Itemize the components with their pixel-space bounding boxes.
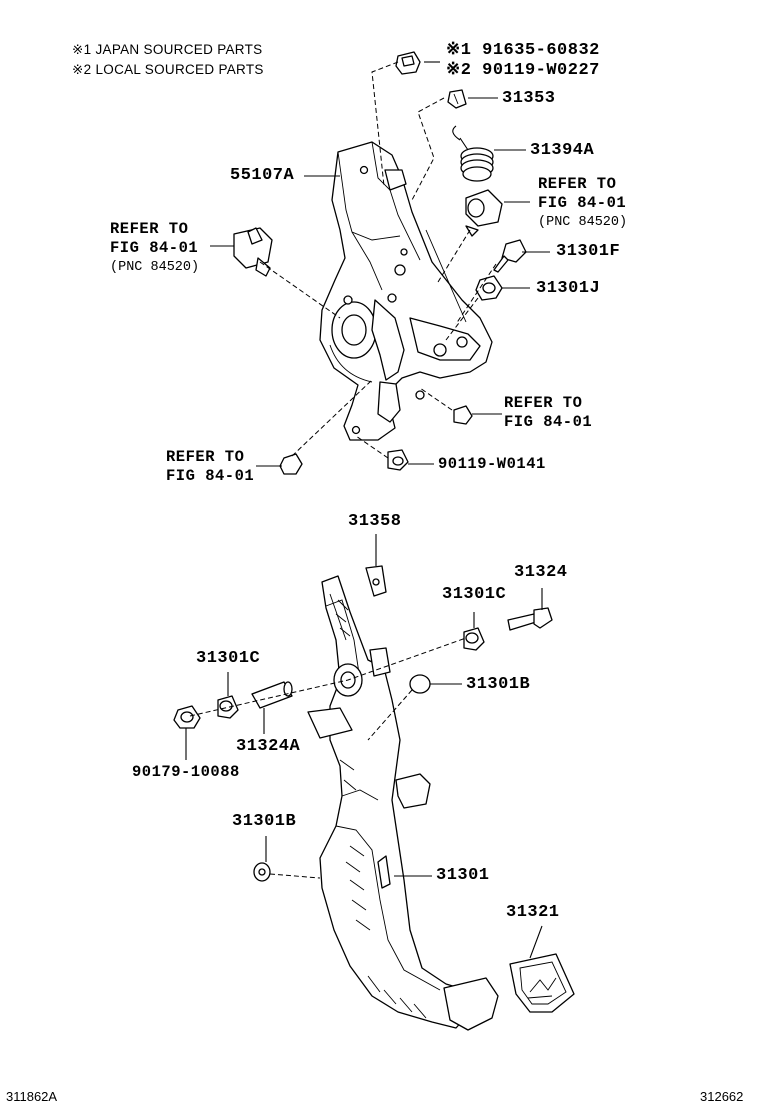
pedal-pad-31321 xyxy=(509,953,575,1013)
brake-pedal-31301 xyxy=(307,575,499,1031)
label-90119-w0227: ※2 90119-W0227 xyxy=(446,61,600,80)
nut-right-mid xyxy=(453,405,473,425)
bolt-90119-w0141 xyxy=(387,449,409,471)
bushing-31301b-left xyxy=(253,862,271,882)
bushing-31301b-right xyxy=(409,674,431,694)
label-31324a: 31324A xyxy=(236,737,301,756)
label-55107a: 55107A xyxy=(230,166,295,185)
label-refer-left-1: REFER TO xyxy=(110,220,189,238)
label-31321: 31321 xyxy=(506,903,560,922)
label-31394a: 31394A xyxy=(530,141,595,160)
spring-31394a xyxy=(452,125,494,182)
footer-page-code: 312662 xyxy=(700,1089,744,1104)
bolt-91635-60832 xyxy=(395,51,421,75)
label-31353: 31353 xyxy=(502,89,556,108)
label-31301b-left: 31301B xyxy=(232,812,297,831)
switch-left xyxy=(233,227,273,277)
clip-31358 xyxy=(365,565,387,597)
label-refer-nut2-2: FIG 84-01 xyxy=(166,467,255,485)
bolt-31324 xyxy=(507,607,553,631)
bolt-31301f xyxy=(493,239,527,273)
nut-90179-10088 xyxy=(173,705,201,729)
label-90119-w0141: 90119-W0141 xyxy=(438,455,546,473)
nut-left-lower xyxy=(279,453,303,475)
label-90179-10088: 90179-10088 xyxy=(132,763,240,781)
legend-japan-sourced: ※1 JAPAN SOURCED PARTS xyxy=(72,42,263,57)
collar-31324a xyxy=(251,681,293,709)
label-refer-right-2: FIG 84-01 xyxy=(538,194,627,212)
label-refer-right-3: (PNC 84520) xyxy=(538,215,628,230)
stop-lamp-switch-right xyxy=(465,189,503,237)
nut-31301j xyxy=(475,275,503,301)
label-refer-left-3: (PNC 84520) xyxy=(110,260,200,275)
legend-local-sourced: ※2 LOCAL SOURCED PARTS xyxy=(72,62,264,77)
bushing-31301c-right xyxy=(463,627,485,651)
label-refer-nut-1: REFER TO xyxy=(504,394,583,412)
label-31324: 31324 xyxy=(514,563,568,582)
footer-illustration-code: 311862A xyxy=(6,1089,58,1104)
pedal-bracket-55107a xyxy=(319,141,493,441)
label-31301: 31301 xyxy=(436,866,490,885)
label-31358: 31358 xyxy=(348,512,402,531)
label-refer-left-2: FIG 84-01 xyxy=(110,239,199,257)
label-31301j: 31301J xyxy=(536,279,601,298)
bushing-31301c-left xyxy=(217,695,239,719)
label-refer-right-1: REFER TO xyxy=(538,175,617,193)
label-31301c-right: 31301C xyxy=(442,585,507,604)
label-31301f: 31301F xyxy=(556,242,621,261)
label-31301c-left: 31301C xyxy=(196,649,261,668)
label-refer-nut-2: FIG 84-01 xyxy=(504,413,593,431)
label-31301b-right: 31301B xyxy=(466,675,531,694)
clip-31353 xyxy=(447,89,467,109)
label-91635-60832: ※1 91635-60832 xyxy=(446,41,600,60)
label-refer-nut2-1: REFER TO xyxy=(166,448,245,466)
